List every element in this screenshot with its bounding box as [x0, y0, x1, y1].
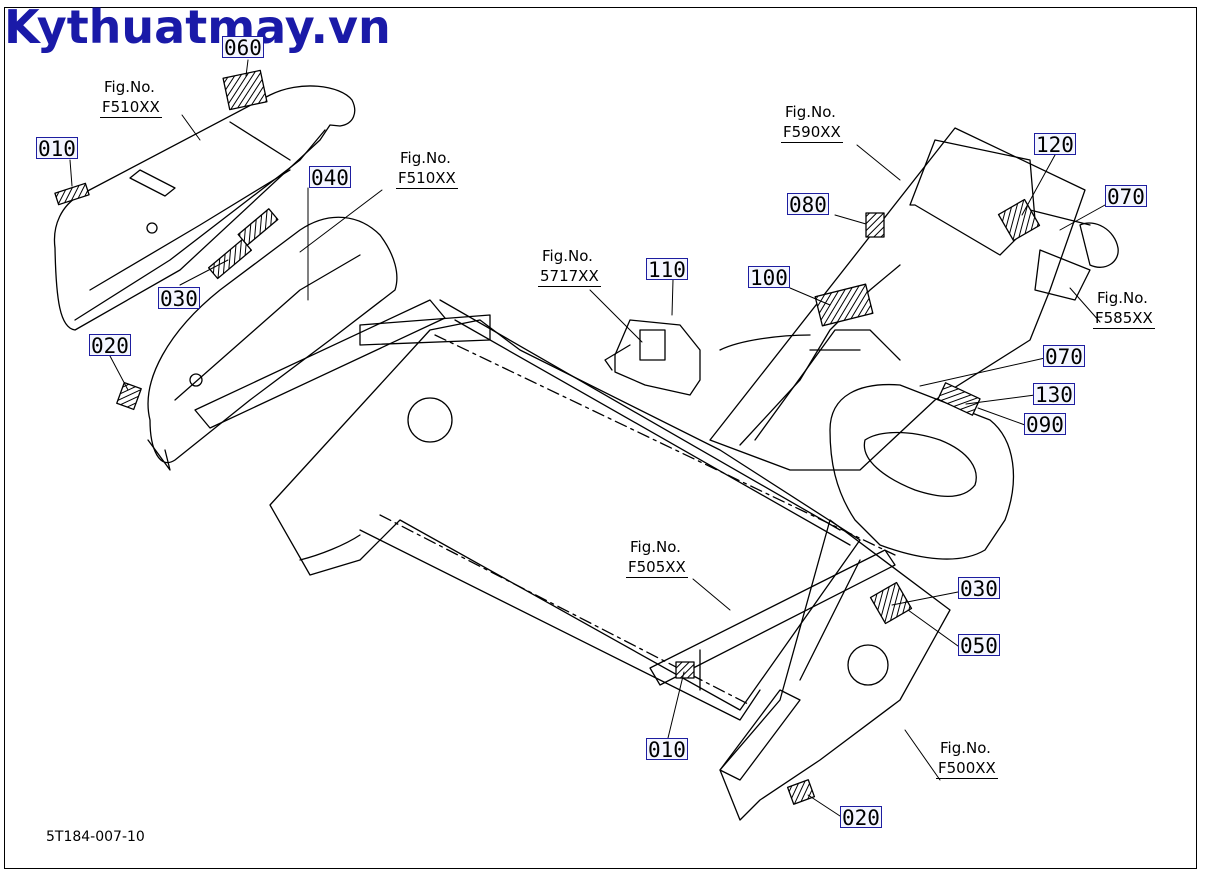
diagram-code: 5T184-007-10 — [46, 829, 145, 845]
callout-130[interactable]: 130 — [1033, 383, 1075, 407]
callout-060[interactable]: 060 — [222, 36, 264, 60]
fig-ref-number: F510XX — [396, 169, 458, 189]
callout-100[interactable]: 100 — [748, 266, 790, 290]
decal-100 — [814, 283, 874, 327]
callout-020-left[interactable]: 020 — [89, 334, 131, 358]
callout-010-bottom[interactable]: 010 — [646, 738, 688, 762]
callout-040[interactable]: 040 — [309, 166, 351, 190]
fig-ref-label: Fig.No. — [940, 739, 991, 757]
side-panel-left — [147, 216, 398, 471]
control-box — [604, 319, 811, 396]
callout-010-top[interactable]: 010 — [36, 137, 78, 161]
fig-ref-f505[interactable]: Fig.No. F505XX — [626, 537, 688, 578]
callout-080[interactable]: 080 — [787, 193, 829, 217]
callout-020-bottom[interactable]: 020 — [840, 806, 882, 830]
drum-cylinder — [829, 383, 1015, 560]
fig-ref-number: F500XX — [936, 759, 998, 779]
decal-010-top — [54, 182, 90, 206]
fig-ref-number: F590XX — [781, 123, 843, 143]
callout-050[interactable]: 050 — [958, 634, 1000, 658]
fig-ref-f510-a[interactable]: Fig.No. F510XX — [100, 77, 162, 118]
diagram-frame — [4, 7, 1197, 869]
fig-ref-number: F505XX — [626, 558, 688, 578]
fig-ref-f510-b[interactable]: Fig.No. F510XX — [396, 148, 458, 189]
cross-tubes — [194, 299, 896, 781]
decal-120 — [997, 198, 1041, 242]
decal-030-left — [207, 238, 253, 280]
callout-120[interactable]: 120 — [1034, 133, 1076, 157]
watermark-logo: Kythuatmay.vn — [4, 0, 391, 54]
decal-040 — [237, 208, 279, 246]
decal-010-bottom — [675, 661, 695, 679]
fig-ref-number: F585XX — [1093, 309, 1155, 329]
decal-020-left — [116, 381, 142, 411]
decal-060 — [222, 69, 268, 111]
fig-ref-label: Fig.No. — [542, 247, 593, 265]
callout-030-left[interactable]: 030 — [158, 287, 200, 311]
fig-ref-f500[interactable]: Fig.No. F500XX — [936, 738, 998, 779]
main-frame-body — [269, 319, 951, 821]
callout-110[interactable]: 110 — [646, 258, 688, 282]
fig-ref-label: Fig.No. — [630, 538, 681, 556]
upper-cover-left — [53, 85, 356, 331]
decal-020-bottom — [786, 779, 816, 805]
fig-ref-5717[interactable]: Fig.No. 5717XX — [538, 246, 601, 287]
fig-ref-f590[interactable]: Fig.No. F590XX — [781, 102, 843, 143]
callout-070-mid[interactable]: 070 — [1043, 345, 1085, 369]
callout-030-right[interactable]: 030 — [958, 577, 1000, 601]
fig-ref-label: Fig.No. — [104, 78, 155, 96]
leader-lines — [69, 59, 1106, 817]
fig-ref-number: 5717XX — [538, 267, 601, 287]
decal-080 — [865, 212, 885, 238]
fig-ref-f585[interactable]: Fig.No. F585XX — [1093, 288, 1155, 329]
fig-ref-label: Fig.No. — [785, 103, 836, 121]
fig-ref-label: Fig.No. — [400, 149, 451, 167]
callout-090[interactable]: 090 — [1024, 413, 1066, 437]
fig-ref-label: Fig.No. — [1097, 289, 1148, 307]
fig-ref-number: F510XX — [100, 98, 162, 118]
decal-130 — [937, 382, 981, 416]
decal-030-right — [869, 581, 913, 625]
callout-070-top[interactable]: 070 — [1105, 185, 1147, 209]
